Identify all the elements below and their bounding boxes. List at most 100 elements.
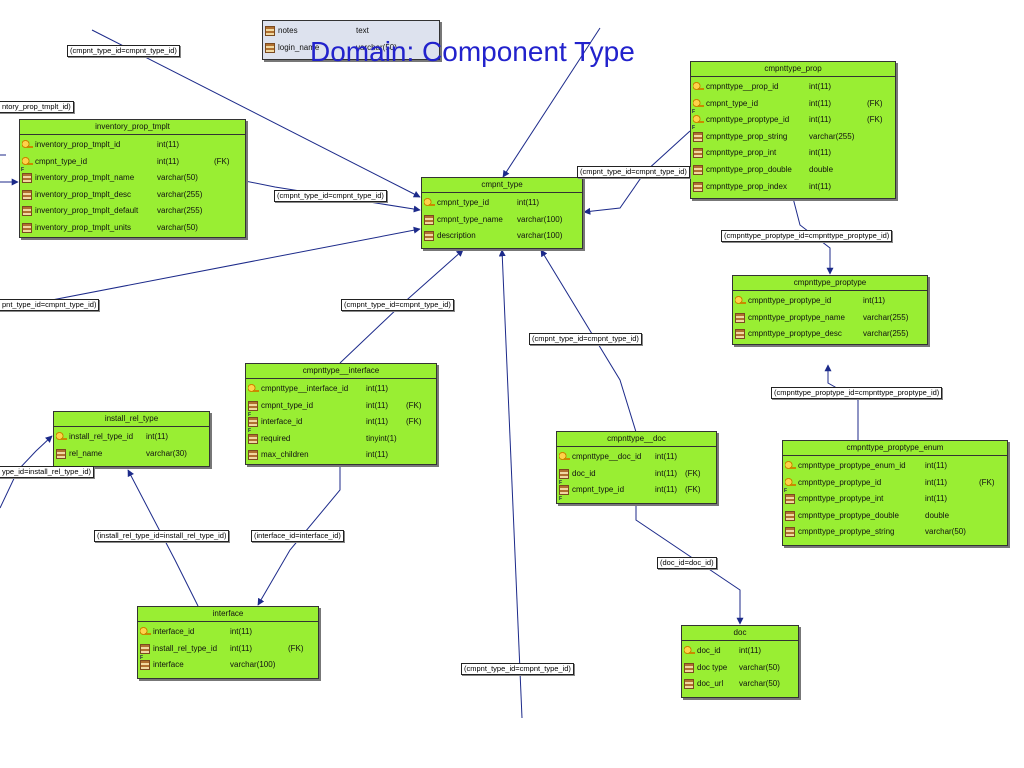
- relationship-label: (cmpnttype_proptype_id=cmpnttype_proptyp…: [721, 230, 893, 242]
- primary-key-icon: [735, 296, 746, 306]
- column-name: install_rel_type_id: [153, 643, 218, 653]
- table-header: doc: [682, 626, 798, 641]
- column-type: int(11): [863, 296, 886, 305]
- primary-foreign-key-icon: [21, 156, 33, 178]
- table-rows: cmpnttype__interface_idint(11)cmpnt_type…: [246, 379, 436, 467]
- table-header: cmpnt_type: [422, 178, 582, 193]
- column-name: inventory_prop_tmplt_id: [35, 140, 121, 149]
- column-name: inventory_prop_tmplt_default: [35, 206, 139, 216]
- column-name: interface_id: [261, 417, 303, 427]
- column-icon: [693, 131, 703, 142]
- column-type: int(11): [809, 98, 832, 108]
- column-type: varchar(50): [157, 222, 198, 232]
- column-type: int(11): [230, 643, 253, 653]
- table-inventory-prop-tmplt[interactable]: inventory_prop_tmplt inventory_prop_tmpl…: [19, 119, 246, 238]
- table-cmpnttype-doc[interactable]: cmpnttype__doc cmpnttype__doc_idint(11)d…: [556, 431, 717, 508]
- primary-key-icon: [56, 432, 67, 442]
- rel-line-left-lower: [0, 226, 421, 311]
- column-icon: [140, 660, 150, 671]
- column-name: cmpnttype__doc_id: [572, 452, 642, 461]
- column-type: double: [809, 164, 834, 174]
- relationship-label: pnt_type_id=cmpnt_type_id): [0, 299, 100, 311]
- table-cmpnttype-proptype-enum[interactable]: cmpnttype_proptype_enum cmpnttype_propty…: [782, 440, 1008, 546]
- column-icon: [424, 231, 434, 242]
- table-rows: inventory_prop_tmplt_idint(11)cmpnt_type…: [20, 135, 245, 240]
- rel-line-bottom: [498, 249, 523, 719]
- table-header: cmpnttype__doc: [557, 432, 716, 447]
- column-icon: [785, 510, 795, 521]
- foreign-key-marker: (FK): [214, 156, 230, 166]
- column-name: login_name: [278, 42, 320, 52]
- column-type: int(11): [809, 181, 832, 191]
- foreign-key-marker: (FK): [406, 417, 422, 427]
- rel-line-top: [502, 27, 601, 178]
- table-column-row[interactable]: login_name varchar(50): [263, 40, 439, 57]
- column-type: int(11): [366, 400, 389, 410]
- table-interface[interactable]: interface interface_idint(11)install_rel…: [137, 606, 319, 679]
- table-column-row[interactable]: interface_id int(11) (FK): [246, 414, 436, 440]
- rel-line-doc-doc: [635, 504, 744, 625]
- column-name: cmpnttype_proptype_desc: [748, 329, 842, 339]
- column-type: int(11): [366, 417, 389, 427]
- column-name: inventory_prop_tmplt_desc: [35, 189, 132, 199]
- column-name: cmpnttype_proptype_name: [748, 312, 845, 322]
- table-column-row[interactable]: cmpnttype_proptype_desc varchar(255): [733, 326, 927, 343]
- table-cmpnttype-proptype[interactable]: cmpnttype_proptype cmpnttype_proptype_id…: [732, 275, 928, 345]
- primary-key-icon: [248, 384, 259, 394]
- rel-line-doc: [540, 249, 637, 433]
- column-type: varchar(255): [809, 131, 855, 141]
- relationship-label: (install_rel_type_id=install_rel_type_id…: [94, 530, 230, 542]
- primary-foreign-key-icon: [692, 115, 704, 137]
- table-cmpnttype-interface[interactable]: cmpnttype__interface cmpnttype__interfac…: [245, 363, 437, 465]
- column-type: varchar(255): [863, 329, 909, 339]
- column-type: varchar(50): [356, 42, 397, 52]
- column-name: cmpnt_type_id: [572, 485, 625, 495]
